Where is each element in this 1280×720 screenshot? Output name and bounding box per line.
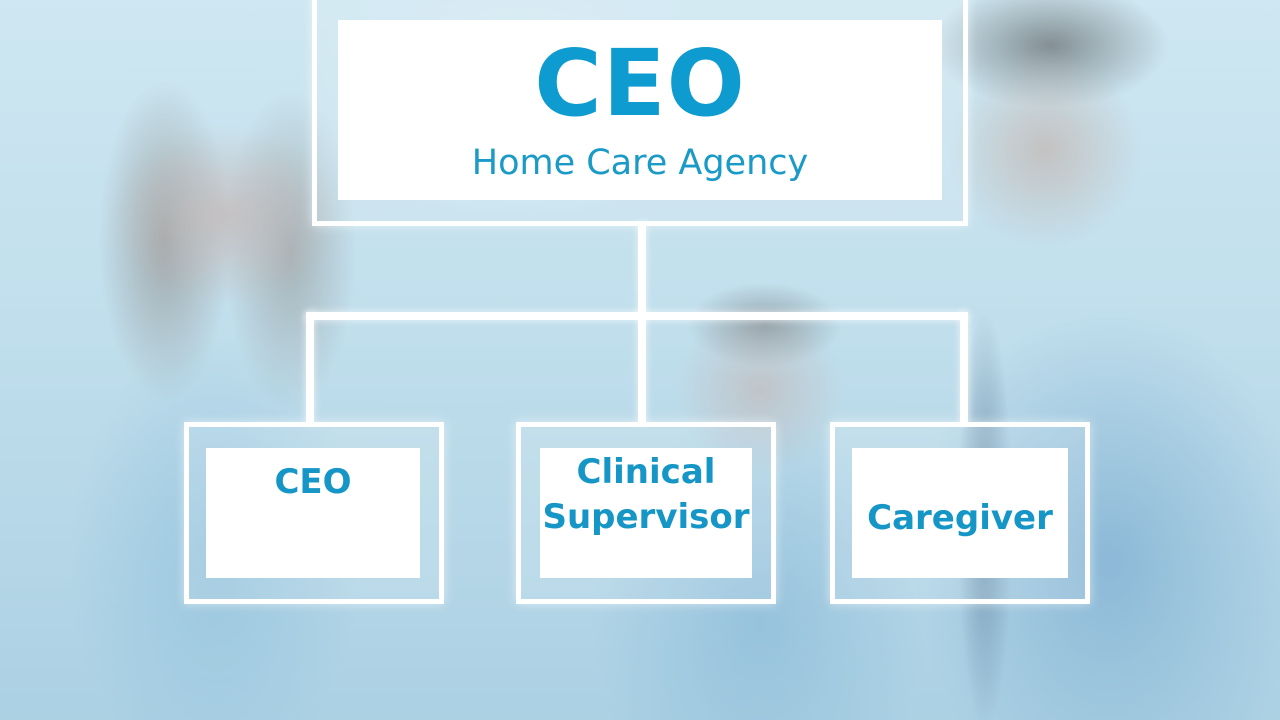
child-node-clinical-supervisor-label: Clinical Supervisor (542, 452, 750, 537)
connector-left-drop (306, 312, 314, 424)
root-node-title: CEO (534, 29, 746, 137)
connector-horizontal-bar (306, 312, 968, 320)
child-node-caregiver: Caregiver (852, 448, 1068, 578)
child-node-caregiver-label: Caregiver (867, 498, 1053, 538)
child-node-ceo: CEO (206, 448, 420, 578)
child-node-ceo-label: CEO (274, 462, 352, 502)
root-node: CEO Home Care Agency (338, 20, 942, 200)
connector-center-drop (638, 312, 646, 424)
connector-right-drop (960, 312, 968, 424)
connector-root-stem (638, 222, 646, 318)
root-node-subtitle: Home Care Agency (471, 142, 809, 183)
child-node-clinical-supervisor: Clinical Supervisor (540, 448, 752, 578)
